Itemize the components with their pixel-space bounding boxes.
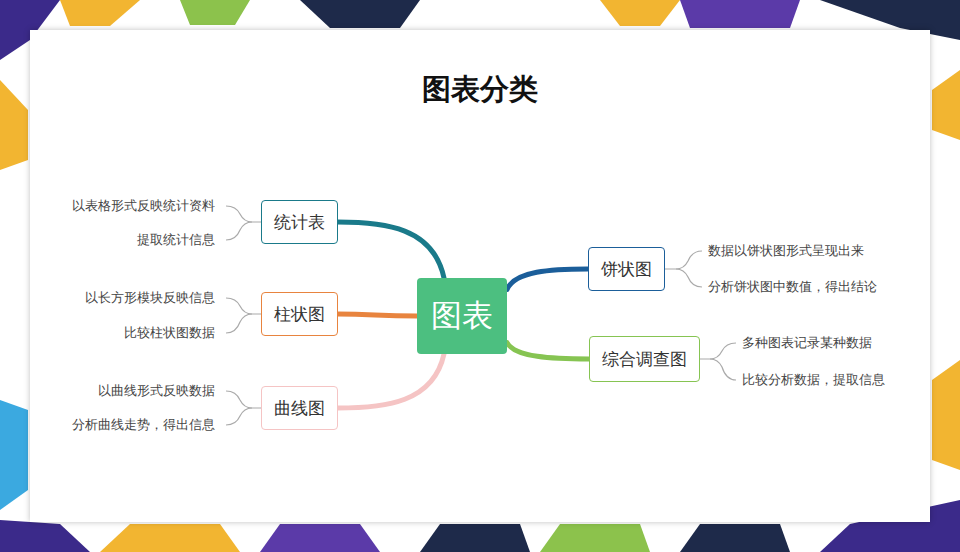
node-text: 曲线图 [274,397,325,420]
leaf-text: 比较柱状图数据 [124,325,215,341]
node-text: 饼状图 [601,258,652,281]
branch-box: 综合调查图 [589,336,700,382]
leaf-text: 提取统计信息 [137,232,215,248]
branch-line [338,314,418,316]
branch-line [507,269,588,289]
branch-box: 曲线图 [261,386,338,430]
leaf-text: 多种图表记录某种数据 [742,335,872,351]
node-text: 统计表 [274,211,325,234]
node-text: 图表 [431,295,493,337]
leaf-text: 分析曲线走势，得出信息 [72,417,215,433]
diagram-title: 图表分类 [0,70,960,110]
branch-box: 柱状图 [261,292,338,336]
leaf-text: 数据以饼状图形式呈现出来 [708,243,864,259]
branch-line [338,222,445,278]
branch-box: 统计表 [261,200,338,244]
leaf-text: 以表格形式反映统计资料 [72,198,215,214]
leaf-text: 分析饼状图中数值，得出结论 [708,279,877,295]
branch-line [338,354,445,408]
leaf-text: 以曲线形式反映数据 [98,383,215,399]
leaf-text: 以长方形模块反映信息 [85,290,215,306]
leaf-text: 比较分析数据，提取信息 [742,372,885,388]
node-text: 综合调查图 [602,348,687,371]
node-text: 柱状图 [274,303,325,326]
branch-line [507,343,589,359]
central-topic: 图表 [417,278,507,354]
branch-box: 饼状图 [588,247,665,291]
